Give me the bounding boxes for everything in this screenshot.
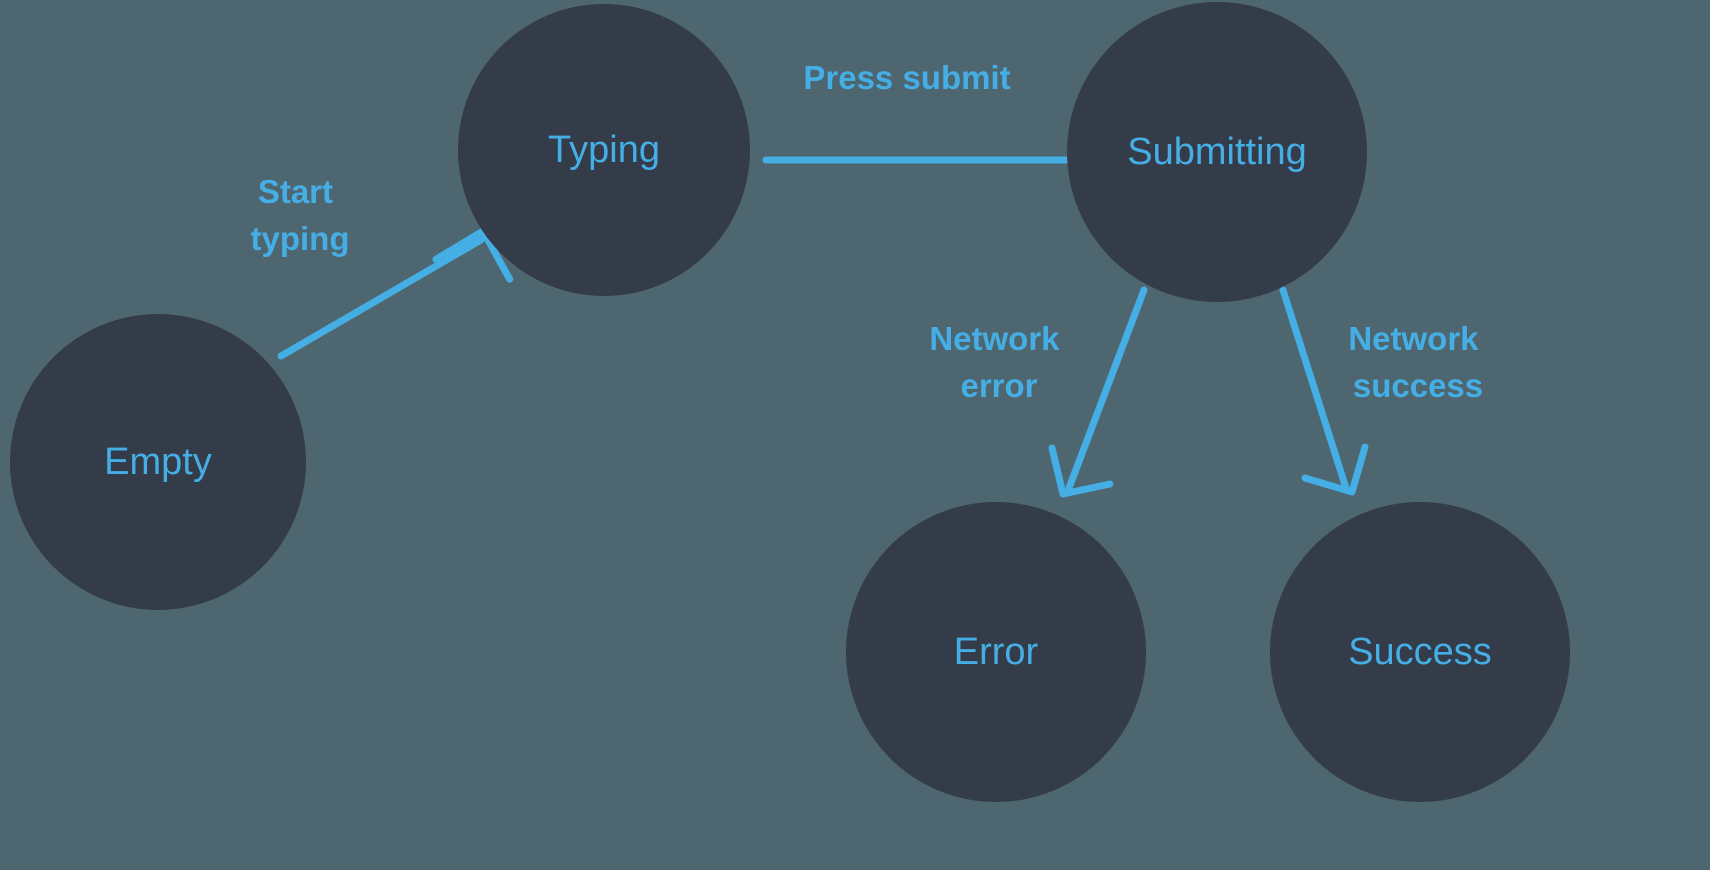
transition-network-success-label: Network success bbox=[1348, 320, 1487, 404]
transition-start-typing-label: Start typing bbox=[251, 173, 350, 257]
transition-start-typing-label-line-1: Start bbox=[258, 173, 333, 210]
transition-network-error-arrowhead bbox=[1048, 444, 1114, 498]
state-node-submitting[interactable]: Submitting bbox=[1067, 2, 1367, 302]
transition-network-error[interactable] bbox=[1048, 286, 1148, 498]
state-node-success-circle bbox=[1270, 502, 1570, 802]
transition-network-success[interactable] bbox=[1279, 286, 1369, 496]
transition-network-success-line bbox=[1279, 286, 1350, 492]
transition-start-typing-label-line-2: typing bbox=[251, 220, 350, 257]
state-node-error[interactable]: Error bbox=[846, 502, 1146, 802]
transition-press-submit-label: Press submit bbox=[803, 59, 1010, 96]
transition-network-error-label-line-2: error bbox=[960, 367, 1037, 404]
state-node-empty[interactable]: Empty bbox=[10, 314, 306, 610]
state-node-error-label: Error bbox=[954, 631, 1039, 673]
transition-network-error-label-line-1: Network bbox=[929, 320, 1060, 357]
state-node-typing-label: Typing bbox=[548, 129, 660, 171]
state-node-error-circle bbox=[846, 502, 1146, 802]
state-node-typing-circle bbox=[458, 4, 750, 296]
state-node-empty-circle bbox=[10, 314, 306, 610]
state-node-typing[interactable]: Typing bbox=[458, 4, 750, 296]
state-node-empty-label: Empty bbox=[104, 441, 212, 483]
transition-start-typing-line bbox=[277, 236, 485, 360]
state-node-success-label: Success bbox=[1348, 631, 1492, 673]
state-node-submitting-label: Submitting bbox=[1127, 131, 1307, 173]
transition-press-submit-label-line-1: Press submit bbox=[803, 59, 1010, 96]
state-node-submitting-circle bbox=[1067, 2, 1367, 302]
transition-network-success-arrowhead bbox=[1301, 443, 1369, 496]
transition-network-success-label-line-1: Network bbox=[1348, 320, 1479, 357]
transition-network-error-label: Network error bbox=[929, 320, 1068, 404]
transition-network-error-line bbox=[1065, 286, 1148, 492]
state-node-success[interactable]: Success bbox=[1270, 502, 1570, 802]
transition-network-success-label-line-2: success bbox=[1353, 367, 1483, 404]
